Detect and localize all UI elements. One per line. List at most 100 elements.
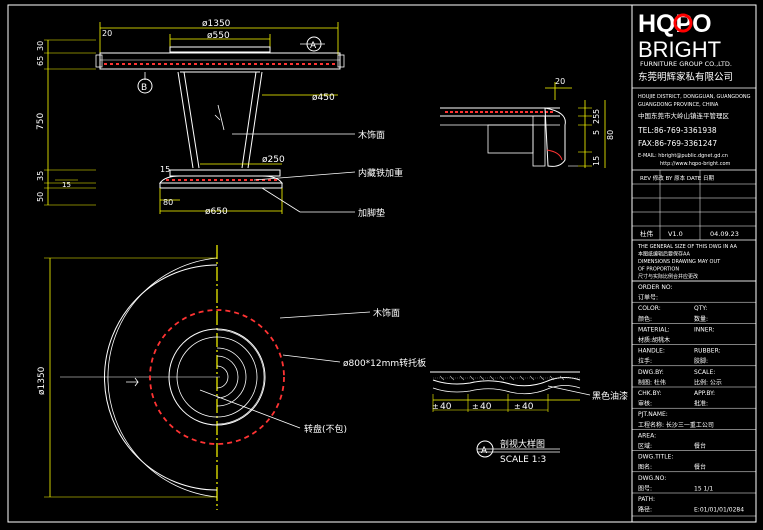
revision-author: 杜伟: [640, 229, 654, 238]
titleblock-value: E:01/01/01/0284: [694, 507, 744, 514]
company-en: FURNITURE GROUP CO.,LTD.: [640, 60, 732, 68]
titleblock-value: SCALE:: [694, 369, 715, 376]
titleblock-value: 批准:: [694, 400, 708, 408]
detail-b-dim-15: 15: [592, 156, 601, 166]
revision-date: 04.09.23: [710, 230, 739, 238]
titleblock-label: 图号:: [638, 485, 652, 492]
dim-15-left: 15: [62, 181, 71, 189]
dim-250: ø250: [262, 155, 285, 165]
address-line-2: GUANGDONG PROVINCE, CHINA: [638, 102, 719, 108]
detail-a-dim-2: 40: [480, 402, 492, 412]
dim-50: 50: [36, 192, 45, 202]
titleblock-value: 数量:: [694, 315, 708, 323]
titleblock-value: 餐台: [694, 463, 706, 471]
titleblock-value: 胶脚:: [694, 357, 708, 365]
titleblock-label: 路径:: [638, 506, 652, 514]
address-line-1: HOUJIE DISTRICT, DONGGUAN, GUANGDONG: [638, 94, 751, 100]
detail-a-dim-1: 40: [440, 402, 452, 412]
dim-65: 65: [36, 56, 45, 66]
dim-750: 750: [36, 113, 46, 130]
titleblock-value: APP.BY:: [694, 390, 715, 397]
detail-a-letter: A: [481, 446, 488, 456]
titleblock-value: 15 1/1: [694, 485, 713, 492]
detail-b-section: 20 5 25 80 5 15: [440, 77, 615, 168]
titleblock-value: QTY:: [694, 305, 707, 312]
section-b-letter: B: [141, 83, 147, 93]
address-web: http://www.hqpo-bright.com: [660, 161, 731, 167]
note-line: OF PROPORTION: [638, 267, 679, 273]
section-a-marker: [306, 36, 322, 52]
plan-dim-1350: ø1350: [37, 366, 47, 395]
titleblock-label: 颜色:: [638, 315, 652, 323]
svg-text:±: ±: [472, 402, 479, 411]
address-tel: TEL:86-769-3361938: [637, 126, 717, 135]
detail-a-dim-3: 40: [522, 402, 534, 412]
detail-a-scale: SCALE 1:3: [500, 455, 546, 465]
section-a-letter: A: [310, 41, 317, 51]
titleblock-label: 工程名称: 长沙三一重工公司: [638, 421, 714, 429]
logo-ring-icon: [673, 13, 693, 33]
titleblock-label: PJT.NAME:: [638, 411, 668, 418]
titleblock-label: 图名:: [638, 463, 652, 471]
revision-header: REV 修改 BY 原本 DATE 日期: [640, 174, 714, 182]
dim-650: ø650: [205, 207, 228, 217]
address-line-3: 中国东莞市大岭山镇连平管理区: [638, 111, 730, 120]
label-wood-elevation: 木饰面: [358, 129, 385, 141]
svg-text:±: ±: [432, 402, 439, 411]
company-cn: 东莞明辉家私有限公司: [638, 71, 733, 83]
titleblock-label: ORDER NO:: [638, 284, 673, 291]
dim-450: ø450: [312, 93, 335, 103]
logo-bottom: BRIGHT: [638, 37, 721, 62]
label-foot-pad: 加脚垫: [358, 207, 385, 219]
titleblock-label: DWG.NO:: [638, 475, 666, 482]
detail-b-dim-20: 20: [555, 77, 565, 86]
dim-30: 30: [36, 41, 45, 51]
elevation-view: ø1350 ø550 20 ø650 80 15 ø250: [36, 19, 403, 219]
note-line: 本图纸编辑后要保存AA: [638, 251, 691, 258]
titleblock-value: INNER:: [694, 326, 715, 333]
titleblock-value: 餐台: [694, 442, 706, 450]
detail-b-dim-25: 25: [592, 114, 601, 124]
address-fax: FAX:86-769-3361247: [638, 139, 717, 148]
svg-text:±: ±: [514, 402, 521, 411]
dim-550: ø550: [207, 31, 230, 41]
titleblock-rows: ORDER NO: 订单号: COLOR: QTY: 颜色: 数量: MATERIAL: IN…: [632, 280, 756, 514]
label-iron-weight: 内藏铁加重: [358, 167, 403, 179]
titleblock-label: 材质:胡桃木: [638, 336, 670, 344]
titleblock-label: DWG.BY:: [638, 369, 664, 376]
titleblock-label: COLOR:: [638, 305, 661, 312]
detail-b-dim-5a: 5: [592, 109, 601, 114]
plan-view: ø1350 木饰面 ø800*12mm转托板 转盘(不包): [37, 245, 426, 510]
detail-a-section: 40 40 40 ± ± ± 黑色油漆 A 剖视大样图 SCALE 1:3: [430, 371, 628, 465]
note-line: THE GENERAL SIZE OF THIS DWG IN AA: [637, 244, 737, 250]
label-glass-plate: ø800*12mm转托板: [343, 357, 426, 369]
titleblock-label: 拉手:: [638, 357, 652, 365]
titleblock-label: 订单号:: [638, 294, 658, 302]
note-line: DIMENSIONS DRAWING MAY OUT: [638, 259, 721, 265]
dim-20: 20: [102, 29, 112, 38]
dim-80: 80: [163, 198, 173, 207]
revision-version: V1.0: [668, 230, 683, 238]
titleblock-label: AREA:: [638, 432, 656, 439]
titleblock-value: 比例: 公示: [694, 378, 722, 386]
titleblock-label: 制图: 杜伟: [638, 378, 666, 386]
detail-b-dim-5b: 5: [592, 130, 601, 135]
titleblock-label: PATH:: [638, 496, 655, 503]
titleblock-label: HANDLE:: [638, 348, 665, 355]
label-wood-plan: 木饰面: [373, 307, 400, 319]
titleblock-label: 区域:: [638, 442, 652, 450]
title-block: HQPO BRIGHT FURNITURE GROUP CO.,LTD. 东莞明…: [632, 10, 756, 517]
titleblock-label: CHK.BY:: [638, 390, 661, 397]
notes: THE GENERAL SIZE OF THIS DWG IN AA本图纸编辑后…: [637, 244, 737, 280]
titleblock-label: 审核:: [638, 400, 652, 408]
titleblock-label: DWG.TITLE:: [638, 454, 673, 461]
detail-a-title: 剖视大样图: [500, 438, 545, 450]
address-email: E-MAIL: hbright@public.dgnet.gd.cn: [638, 153, 728, 159]
detail-b-dim-80: 80: [606, 130, 615, 140]
titleblock-value: RUBBER:: [694, 348, 721, 355]
label-turntable: 转盘(不包): [304, 423, 347, 435]
dim-35: 35: [36, 171, 45, 181]
titleblock-label: MATERIAL:: [638, 326, 670, 333]
label-black-paint: 黑色油漆: [592, 390, 628, 402]
